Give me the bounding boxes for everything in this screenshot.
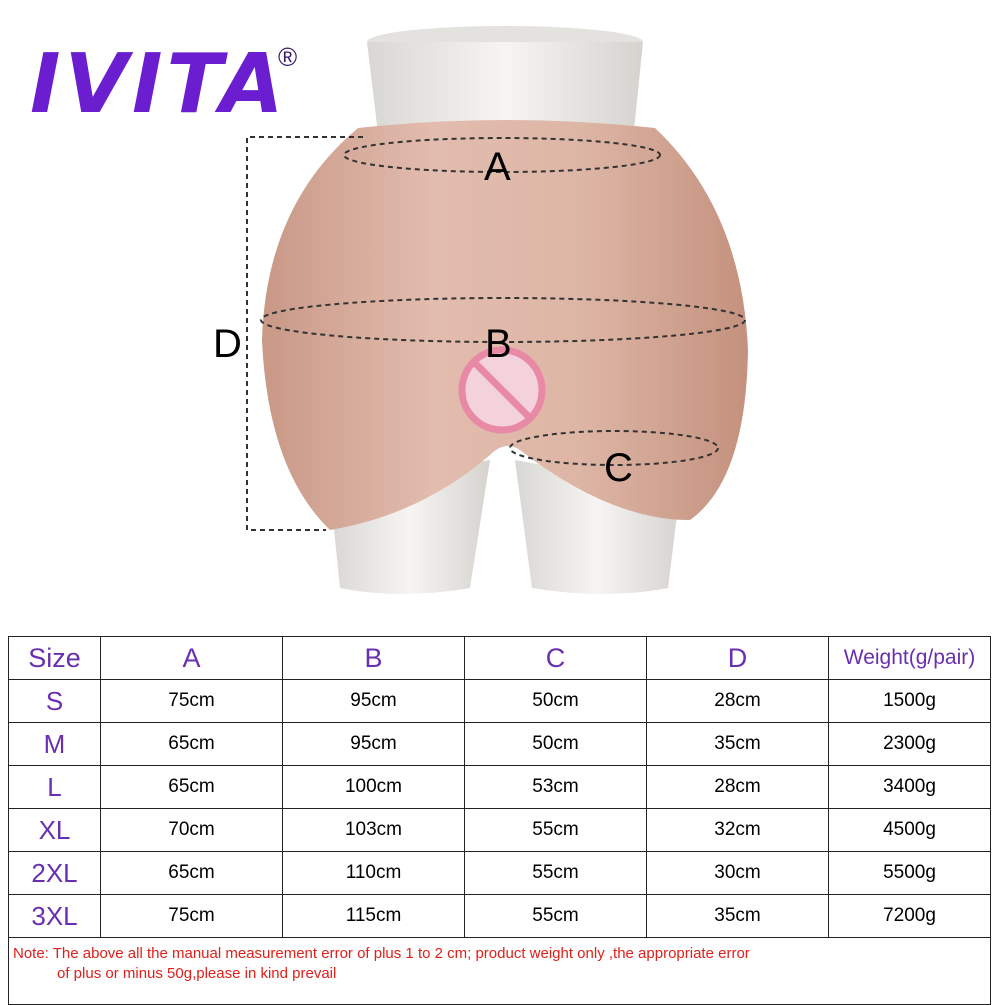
value-cell: 35cm <box>646 894 829 938</box>
value-cell: 95cm <box>282 722 465 766</box>
weight-cell: 4500g <box>828 808 991 852</box>
value-cell: 110cm <box>282 851 465 895</box>
value-cell: 100cm <box>282 765 465 809</box>
header-c: C <box>464 636 647 680</box>
label-b: B <box>485 322 512 366</box>
weight-cell: 5500g <box>828 851 991 895</box>
value-cell: 55cm <box>464 851 647 895</box>
header-d: D <box>646 636 829 680</box>
registered-mark: ® <box>278 42 298 72</box>
value-cell: 55cm <box>464 894 647 938</box>
product-illustration: A B C D <box>213 26 748 594</box>
header-weight: Weight(g/pair) <box>828 636 991 680</box>
table-row: XL 70cm 103cm 55cm 32cm 4500g <box>8 808 991 852</box>
value-cell: 65cm <box>100 851 283 895</box>
label-c: C <box>604 446 633 490</box>
value-cell: 55cm <box>464 808 647 852</box>
size-cell: XL <box>8 808 101 852</box>
value-cell: 53cm <box>464 765 647 809</box>
value-cell: 32cm <box>646 808 829 852</box>
table-row: 3XL 75cm 115cm 55cm 35cm 7200g <box>8 894 991 938</box>
measure-line-c <box>509 430 719 466</box>
value-cell: 28cm <box>646 765 829 809</box>
weight-cell: 7200g <box>828 894 991 938</box>
logo-text: IVITA <box>30 37 288 132</box>
value-cell: 115cm <box>282 894 465 938</box>
value-cell: 70cm <box>100 808 283 852</box>
note-line-1: Note: The above all the manual measureme… <box>13 945 750 962</box>
shapewear-shorts <box>262 120 748 530</box>
table-row: S 75cm 95cm 50cm 28cm 1500g <box>8 679 991 723</box>
value-cell: 28cm <box>646 679 829 723</box>
measure-bracket-d <box>246 136 363 531</box>
measure-line-a <box>343 137 661 173</box>
value-cell: 65cm <box>100 722 283 766</box>
weight-cell: 1500g <box>828 679 991 723</box>
value-cell: 95cm <box>282 679 465 723</box>
note-line-2: of plus or minus 50g,please in kind prev… <box>57 965 337 982</box>
value-cell: 75cm <box>100 894 283 938</box>
table-row: L 65cm 100cm 53cm 28cm 3400g <box>8 765 991 809</box>
size-cell: 2XL <box>8 851 101 895</box>
measurement-note: Note: The above all the manual measureme… <box>8 937 991 1005</box>
censor-badge <box>458 346 546 434</box>
brand-logo: IVITA ® <box>30 40 310 130</box>
table-row: M 65cm 95cm 50cm 35cm 2300g <box>8 722 991 766</box>
value-cell: 50cm <box>464 722 647 766</box>
size-cell: S <box>8 679 101 723</box>
value-cell: 30cm <box>646 851 829 895</box>
value-cell: 103cm <box>282 808 465 852</box>
value-cell: 50cm <box>464 679 647 723</box>
table-row: 2XL 65cm 110cm 55cm 30cm 5500g <box>8 851 991 895</box>
value-cell: 65cm <box>100 765 283 809</box>
weight-cell: 3400g <box>828 765 991 809</box>
size-cell: L <box>8 765 101 809</box>
size-chart-table: Size A B C D Weight(g/pair) S 75cm 95cm … <box>8 636 991 1005</box>
header-size: Size <box>8 636 101 680</box>
label-a: A <box>484 145 511 189</box>
value-cell: 35cm <box>646 722 829 766</box>
size-cell: M <box>8 722 101 766</box>
label-d: D <box>213 322 242 366</box>
table-header-row: Size A B C D Weight(g/pair) <box>8 636 991 680</box>
measure-line-b <box>260 297 746 343</box>
size-cell: 3XL <box>8 894 101 938</box>
header-b: B <box>282 636 465 680</box>
note-row: Note: The above all the manual measureme… <box>8 937 991 1005</box>
value-cell: 75cm <box>100 679 283 723</box>
weight-cell: 2300g <box>828 722 991 766</box>
header-a: A <box>100 636 283 680</box>
